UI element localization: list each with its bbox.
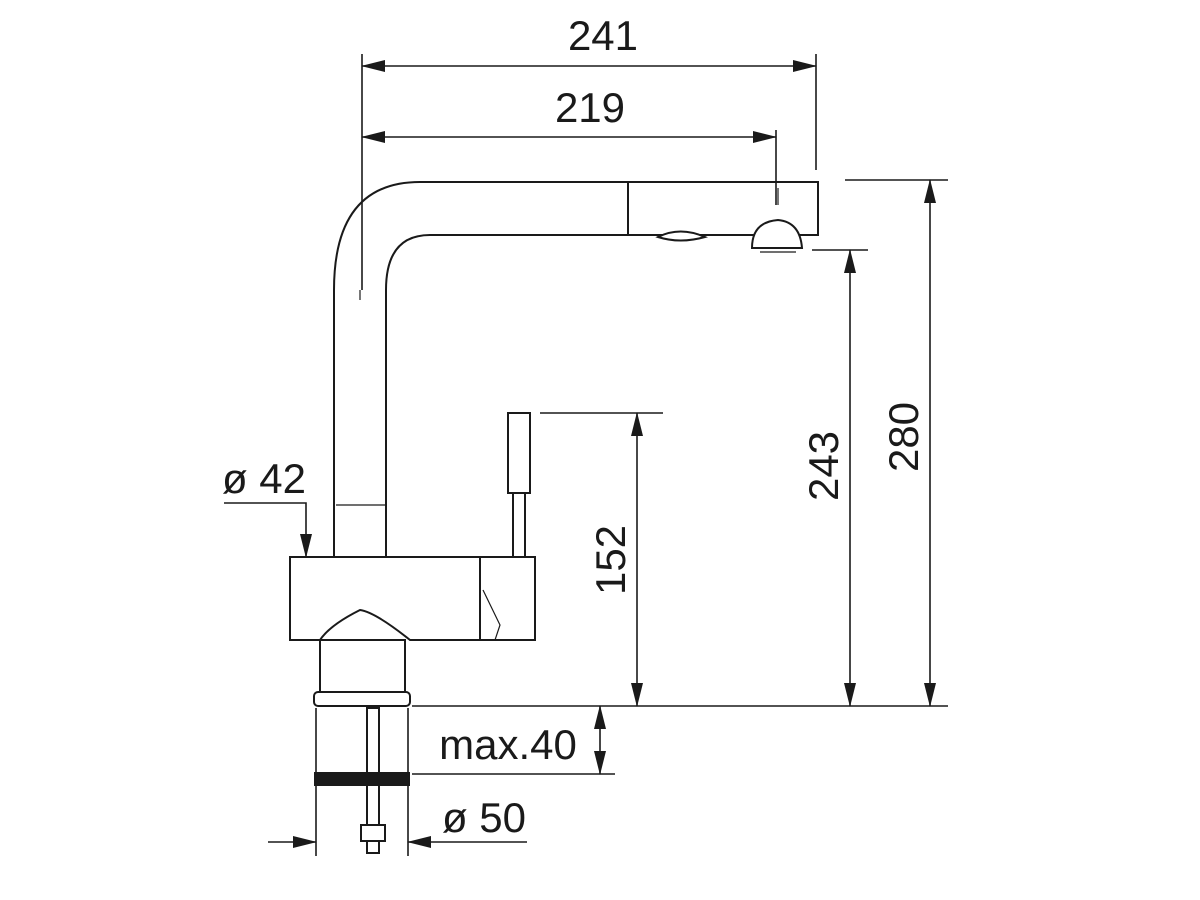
leader-42	[224, 502, 312, 558]
faucet-outline	[289, 181, 819, 856]
dim-label-max40: max.40	[439, 721, 577, 768]
lever-handle	[507, 412, 531, 494]
dim-label-219: 219	[555, 84, 625, 131]
shank-nut	[360, 824, 386, 842]
mounting-shank	[366, 707, 380, 826]
dim-label-152: 152	[587, 525, 634, 595]
spout-tube	[333, 181, 629, 561]
lever-flap	[482, 589, 501, 641]
shank-tip	[366, 840, 380, 854]
dimension-lines	[224, 60, 936, 848]
extension-lines	[361, 54, 948, 775]
dim-label-diameter-42: ø 42	[222, 455, 306, 502]
base-column	[319, 639, 406, 693]
dim-label-243: 243	[800, 431, 847, 501]
counter-plate	[314, 772, 410, 786]
dim-label-280: 280	[880, 402, 927, 472]
aerator-nozzle	[750, 218, 804, 249]
lever-block	[479, 556, 536, 641]
base-flange	[313, 691, 411, 707]
mixer-body	[289, 556, 481, 641]
dim-label-diameter-50: ø 50	[442, 794, 526, 841]
lever-stem	[512, 492, 526, 558]
dim-label-241: 241	[568, 12, 638, 59]
head-button	[655, 230, 708, 242]
